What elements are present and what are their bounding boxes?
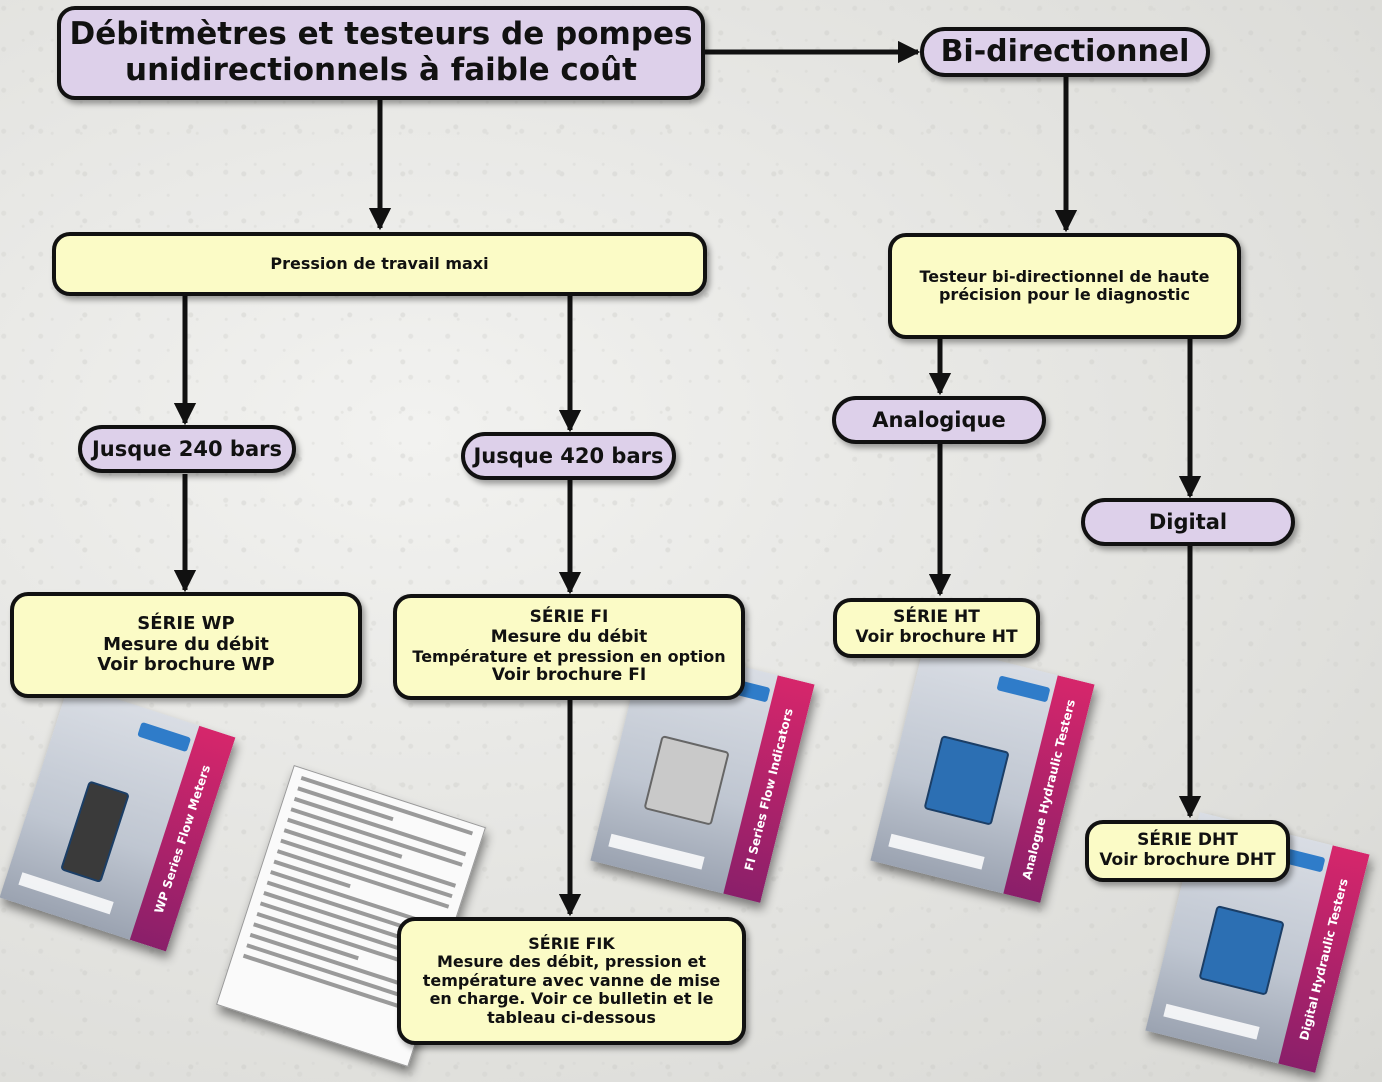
node-serie-dht: SÉRIE DHT Voir brochure DHT — [1085, 820, 1290, 882]
node-jusque-240: Jusque 240 bars — [78, 425, 296, 473]
node-bidirectionnel: Bi-directionnel — [920, 27, 1210, 77]
node-pression: Pression de travail maxi — [52, 232, 707, 296]
node-digital: Digital — [1081, 498, 1295, 546]
node-serie-ht: SÉRIE HT Voir brochure HT — [833, 598, 1040, 658]
node-analogique: Analogique — [832, 396, 1046, 444]
node-jusque-420: Jusque 420 bars — [461, 432, 676, 480]
